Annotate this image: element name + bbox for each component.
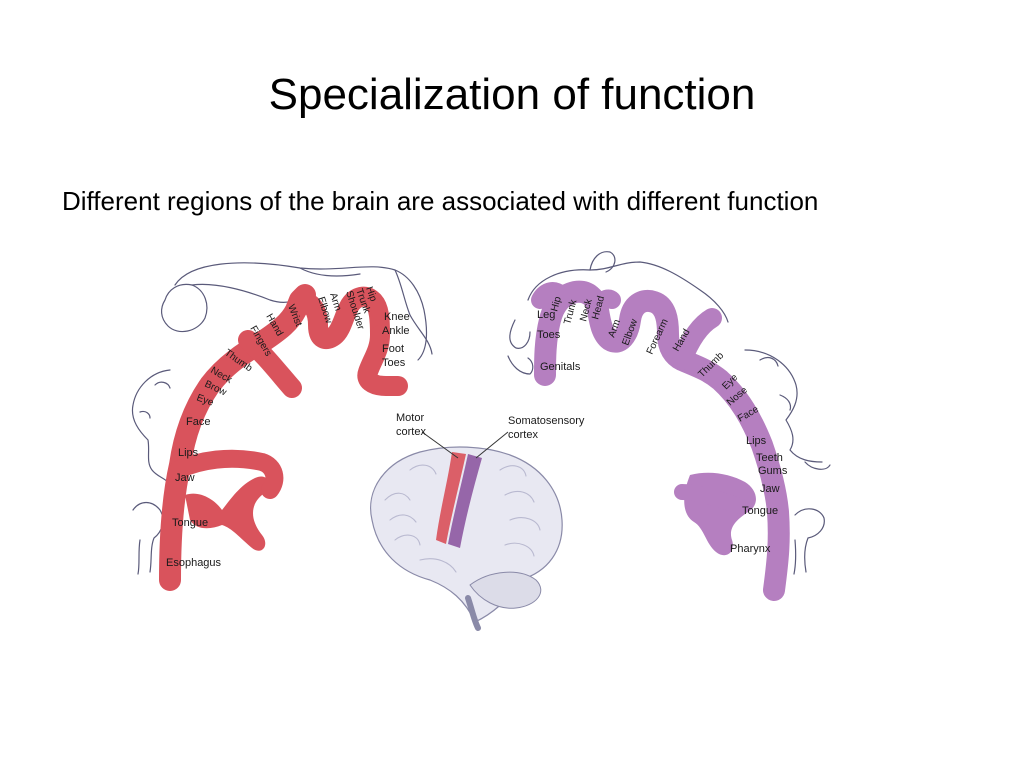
motor-label-knee: Knee — [384, 311, 410, 323]
sensory-cortex-label-1: Somatosensory — [508, 415, 585, 427]
brain-illustration — [370, 431, 563, 631]
sensory-label-jaw: Jaw — [760, 483, 780, 495]
sensory-label-lips: Lips — [746, 435, 767, 447]
sensory-cortex-label-2: cortex — [508, 429, 538, 441]
sensory-cortex-band — [531, 280, 790, 601]
sensory-label-hip: Hip — [549, 295, 564, 313]
motor-cortex-label-1: Motor — [396, 412, 424, 424]
slide-bullet: Different regions of the brain are assoc… — [62, 186, 819, 216]
sensory-label-teeth: Teeth — [756, 452, 783, 464]
motor-label-foot: Foot — [382, 343, 404, 355]
motor-label-tongue: Tongue — [172, 517, 208, 529]
motor-label-toes: Toes — [382, 357, 406, 369]
sensory-label-leg: Leg — [537, 309, 555, 321]
motor-label-ankle: Ankle — [382, 325, 410, 337]
sensory-label-genitals: Genitals — [540, 361, 581, 373]
motor-label-jaw: Jaw — [175, 472, 195, 484]
sensory-label-tongue: Tongue — [742, 505, 778, 517]
slide-title: Specialization of function — [268, 70, 756, 119]
motor-label-esophagus: Esophagus — [166, 557, 222, 569]
motor-cortex-label-2: cortex — [396, 426, 426, 438]
sensory-label-pharynx: Pharynx — [730, 543, 771, 555]
motor-label-arm: Arm — [327, 292, 343, 313]
motor-cortex-band — [159, 284, 408, 591]
motor-homunculus-drawing — [131, 262, 433, 575]
sensory-label-toes: Toes — [537, 329, 561, 341]
motor-label-lips: Lips — [178, 447, 199, 459]
motor-label-face: Face — [186, 416, 210, 428]
motor-label-hip: Hip — [363, 285, 379, 303]
sensory-label-gums: Gums — [758, 465, 788, 477]
sensory-homunculus-drawing — [507, 251, 831, 575]
